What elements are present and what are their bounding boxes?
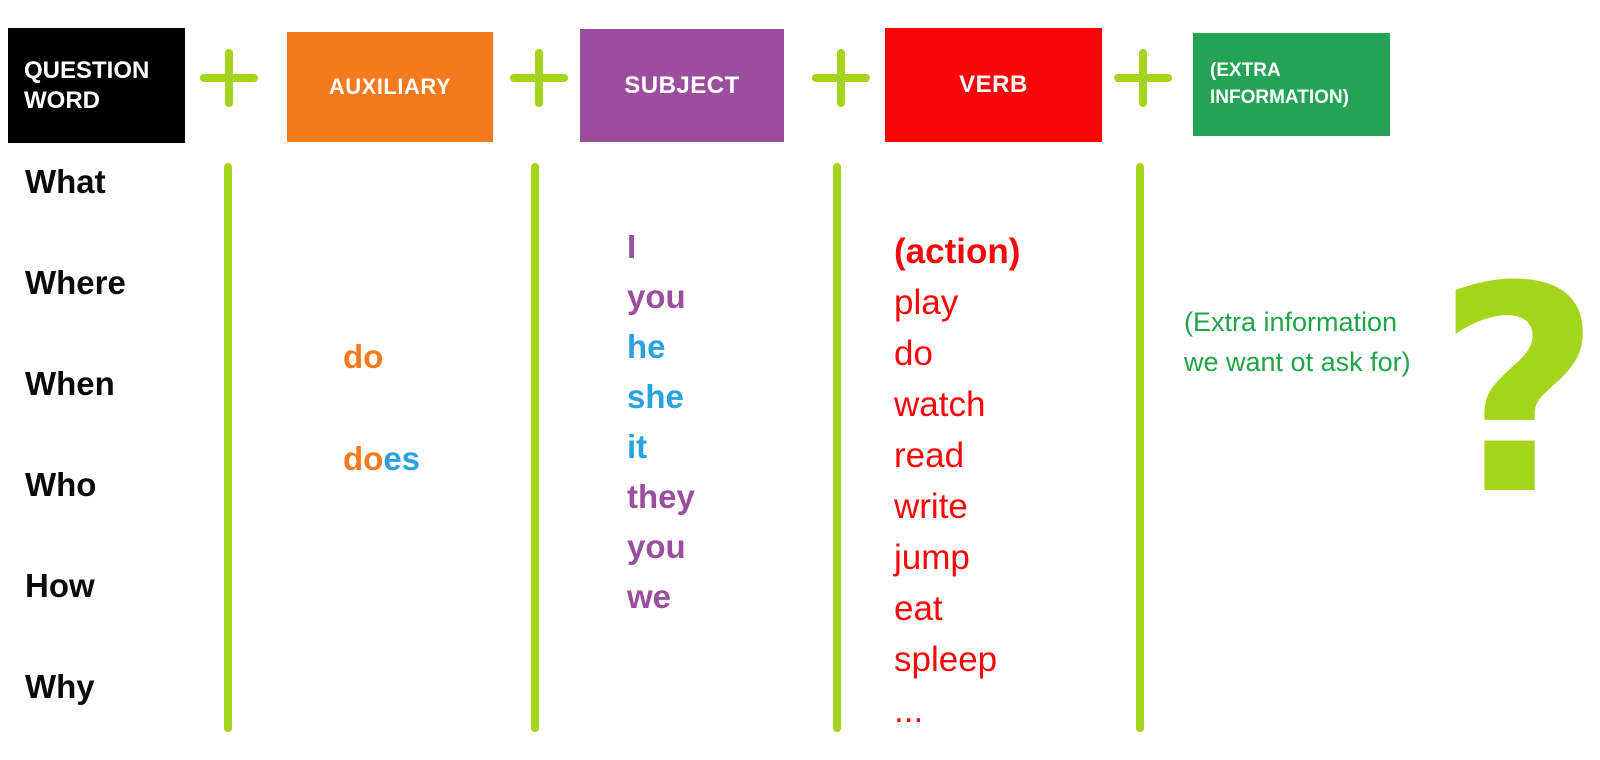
auxiliary-does-stem: do (343, 440, 384, 477)
subject-list: I you he she it they you we (627, 222, 695, 622)
subject-item: I (627, 228, 637, 265)
subject-item: we (627, 578, 672, 615)
question-word-item: Who (25, 466, 97, 503)
header-label-extra-information: (EXTRA INFORMATION) (1210, 59, 1349, 108)
subject-item: you (627, 528, 686, 565)
header-box-auxiliary: AUXILIARY (287, 32, 493, 142)
plus-icon (1114, 49, 1172, 107)
subject-item: it (627, 428, 648, 465)
verb-item: write (894, 487, 968, 526)
header-box-subject: SUBJECT (580, 29, 784, 142)
plus-icon (200, 49, 258, 107)
column-divider (531, 163, 539, 732)
question-word-item: Why (25, 668, 95, 705)
verb-item: play (894, 283, 959, 322)
column-divider (833, 163, 841, 732)
auxiliary-do: do (343, 338, 384, 375)
subject-item: they (627, 478, 695, 515)
header-box-verb: VERB (885, 28, 1102, 142)
column-divider (1136, 163, 1144, 732)
extra-information-note: (Extra information we want ot ask for) (1184, 302, 1411, 382)
subject-item: you (627, 278, 686, 315)
extra-information-line1: (Extra information (1184, 307, 1398, 337)
auxiliary-does: does (343, 440, 420, 478)
plus-icon (812, 49, 870, 107)
verb-list: (action) play do watch read write jump e… (894, 226, 1020, 736)
subject-item: he (627, 328, 666, 365)
plus-icon (510, 49, 568, 107)
question-mark-icon: ? (1436, 226, 1600, 558)
column-divider (224, 163, 232, 732)
question-word-item: Where (25, 264, 126, 301)
header-label-subject: SUBJECT (624, 71, 740, 99)
auxiliary-does-ending: es (383, 440, 421, 477)
header-label-auxiliary: AUXILIARY (328, 74, 452, 99)
verb-item: spleep (894, 640, 998, 679)
subject-item: she (627, 378, 684, 415)
question-word-item: When (25, 365, 115, 402)
verb-item: do (894, 334, 933, 373)
extra-information-line2: we want ot ask for) (1184, 347, 1411, 377)
verb-heading-action: (action) (894, 232, 1021, 271)
verb-item: read (894, 436, 965, 475)
header-label-question-word: QUESTION WORD (24, 56, 150, 114)
header-label-verb: VERB (959, 71, 1028, 98)
verb-item: watch (894, 385, 986, 424)
header-box-extra-information: (EXTRA INFORMATION) (1193, 33, 1390, 136)
verb-item: ... (894, 691, 924, 730)
question-word-item: How (25, 567, 95, 604)
verb-item: jump (894, 538, 970, 577)
question-word-item: What (25, 163, 106, 200)
verb-item: eat (894, 589, 943, 628)
header-box-question-word: QUESTION WORD (8, 28, 185, 143)
